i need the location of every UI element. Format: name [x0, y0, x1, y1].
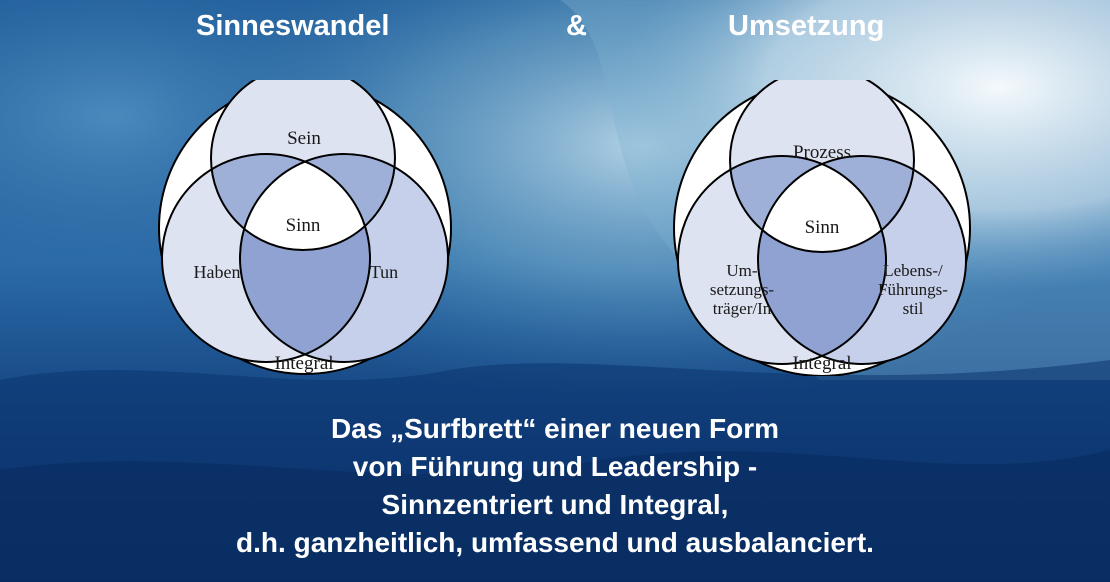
label-prozess: Prozess	[793, 142, 851, 163]
label-sinn: Sinn	[286, 215, 321, 236]
caption-line-1: Das „Surfbrett“ einer neuen Form	[330, 413, 780, 444]
label-sein: Sein	[287, 128, 321, 149]
label-stil-1: Lebens-/	[883, 261, 943, 280]
caption-line-4: d.h. ganzheitlich, umfassend und ausbala…	[236, 527, 874, 558]
label-integral: Integral	[274, 353, 333, 374]
heading-sinneswandel: Sinneswandel	[196, 10, 390, 42]
caption-line-2: von Führung und Leadership -	[352, 451, 758, 482]
venn-diagram-umsetzung: Prozess Sinn Um- setzungs- träger/In Leb…	[673, 80, 971, 376]
venn-diagram-sinneswandel: Sein Sinn Haben Tun Integral	[158, 80, 452, 375]
label-stil-2: Führungs-	[878, 280, 948, 299]
label-sinn: Sinn	[805, 217, 840, 238]
label-haben: Haben	[194, 262, 241, 282]
label-stil-3: stil	[903, 299, 924, 318]
label-umsetzung-2: setzungs-	[710, 280, 775, 299]
heading-ampersand: &	[566, 10, 587, 42]
label-umsetzung-3: träger/In	[713, 299, 772, 318]
heading-umsetzung: Umsetzung	[728, 10, 885, 42]
label-integral: Integral	[792, 353, 851, 374]
label-umsetzung-1: Um-	[726, 261, 758, 280]
center-sinn	[240, 154, 370, 250]
label-tun: Tun	[370, 262, 398, 282]
caption-text: Das „Surfbrett“ einer neuen Form von Füh…	[0, 410, 1110, 562]
center-sinn	[758, 156, 886, 252]
caption-line-3: Sinnzentriert und Integral,	[381, 489, 729, 520]
